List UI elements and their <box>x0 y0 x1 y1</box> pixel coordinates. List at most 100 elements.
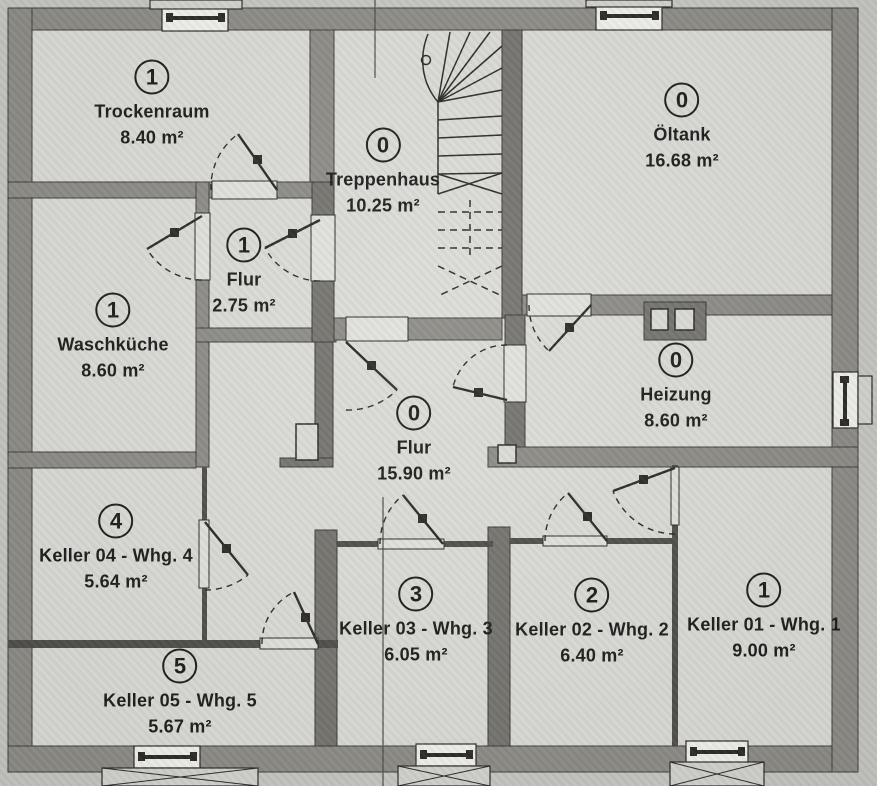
room-number: 1 <box>237 232 251 257</box>
door-arc <box>210 133 239 191</box>
room-number-badge: 3 <box>398 576 434 612</box>
room-number-badge: 4 <box>98 503 134 539</box>
window-frame-block <box>138 752 145 761</box>
window-frame-block <box>190 752 197 761</box>
room-area: 10.25 m² <box>346 195 420 216</box>
room-area: 15.90 m² <box>377 463 451 484</box>
door-hardware-block <box>418 514 427 523</box>
room-area: 8.40 m² <box>120 127 184 148</box>
room-label-oeltank: 0 Öltank 16.68 m² <box>645 82 719 172</box>
room-number: 0 <box>675 87 689 112</box>
window-glass-bar <box>424 753 468 757</box>
room-label-flur-klein: 1 Flur 2.75 m² <box>212 227 276 317</box>
light-well <box>149 0 243 10</box>
stair-treads-solid <box>437 115 503 195</box>
window-frame-block <box>466 750 473 759</box>
room-number-badge: 1 <box>746 572 782 608</box>
door-arc <box>612 490 676 535</box>
doors <box>146 133 676 645</box>
room-number-badge: 1 <box>134 59 170 95</box>
room-number-badge: 1 <box>226 227 262 263</box>
room-name: Öltank <box>653 124 711 145</box>
wall-segment <box>487 526 511 747</box>
room-number: 1 <box>757 577 771 602</box>
room-name: Keller 01 - Whg. 1 <box>687 614 841 635</box>
room-label-keller01: 1 Keller 01 - Whg. 1 9.00 m² <box>687 572 841 662</box>
room-name: Keller 03 - Whg. 3 <box>339 618 493 639</box>
room-number-badge: 0 <box>664 82 700 118</box>
window-frame-block <box>420 750 427 759</box>
window-glass-bar <box>843 382 847 420</box>
wall-notch <box>497 444 517 464</box>
door-hardware-block <box>565 323 574 332</box>
room-area: 5.67 m² <box>148 716 212 737</box>
staircase <box>420 31 503 297</box>
window-frame-block <box>840 419 849 426</box>
wall-segment <box>7 7 33 773</box>
window-glass-bar <box>170 16 220 20</box>
door-opening <box>345 316 409 342</box>
room-name: Keller 04 - Whg. 4 <box>39 545 193 566</box>
room-number: 0 <box>407 400 421 425</box>
wall-segment <box>309 29 335 183</box>
room-name: Keller 02 - Whg. 2 <box>515 619 669 640</box>
wall-segment <box>7 451 197 469</box>
door-hardware-block <box>639 475 648 484</box>
room-area: 9.00 m² <box>732 640 796 661</box>
stair-winder-treads <box>437 31 503 103</box>
light-well <box>585 0 673 8</box>
room-number: 1 <box>145 64 159 89</box>
door-hardware-block <box>288 229 297 238</box>
door-arc <box>379 494 404 545</box>
wall-segment <box>8 640 338 648</box>
section-lines <box>374 0 384 786</box>
door-openings <box>194 180 680 650</box>
door-hardware-block <box>367 361 376 370</box>
room-name: Heizung <box>640 384 712 405</box>
door-arc <box>544 492 569 542</box>
window-frame-block <box>600 11 607 20</box>
room-number: 2 <box>585 582 599 607</box>
stair-start-symbol <box>420 54 432 66</box>
window-glass-bar <box>604 14 654 18</box>
room-label-keller02: 2 Keller 02 - Whg. 2 6.40 m² <box>515 577 669 667</box>
wall-segment <box>7 7 859 31</box>
chimney-flues <box>295 308 695 464</box>
room-number-badge: 2 <box>574 577 610 613</box>
stair-treads-dashed <box>437 200 503 297</box>
door-hardware-block <box>253 155 262 164</box>
room-number-badge: 0 <box>365 127 401 163</box>
stair-newel-curve <box>422 33 439 103</box>
light-well <box>857 375 873 425</box>
room-area: 2.75 m² <box>212 295 276 316</box>
door-arc <box>264 247 321 282</box>
door-opening <box>503 344 527 403</box>
room-label-keller03: 3 Keller 03 - Whg. 3 6.05 m² <box>339 576 493 666</box>
door-opening <box>377 538 445 550</box>
flue-opening <box>674 308 695 331</box>
room-label-flur-gross: 0 Flur 15.90 m² <box>377 395 451 485</box>
room-area: 8.60 m² <box>644 410 708 431</box>
door-hardware-block <box>474 388 483 397</box>
door-hardware-block <box>583 512 592 521</box>
window-frame-block <box>218 13 225 22</box>
room-number: 4 <box>109 508 123 533</box>
window-frame-block <box>840 376 849 383</box>
room-label-waschkueche: 1 Waschküche 8.60 m² <box>57 292 169 382</box>
room-number-badge: 1 <box>95 292 131 328</box>
room-area: 5.64 m² <box>84 571 148 592</box>
room-name: Treppenhaus <box>325 169 441 190</box>
window-glass-bar <box>694 750 740 754</box>
room-number-badge: 5 <box>162 648 198 684</box>
light-wells <box>101 0 873 786</box>
door-hardware-block <box>222 544 231 553</box>
door-arc <box>452 344 508 388</box>
door-swing-arcs <box>146 133 676 645</box>
window-frame-block <box>652 11 659 20</box>
door-hardware <box>170 155 648 622</box>
room-name: Waschküche <box>57 334 169 355</box>
room-number: 0 <box>376 132 390 157</box>
door-arc <box>146 248 203 281</box>
light-well-cross <box>669 761 765 786</box>
